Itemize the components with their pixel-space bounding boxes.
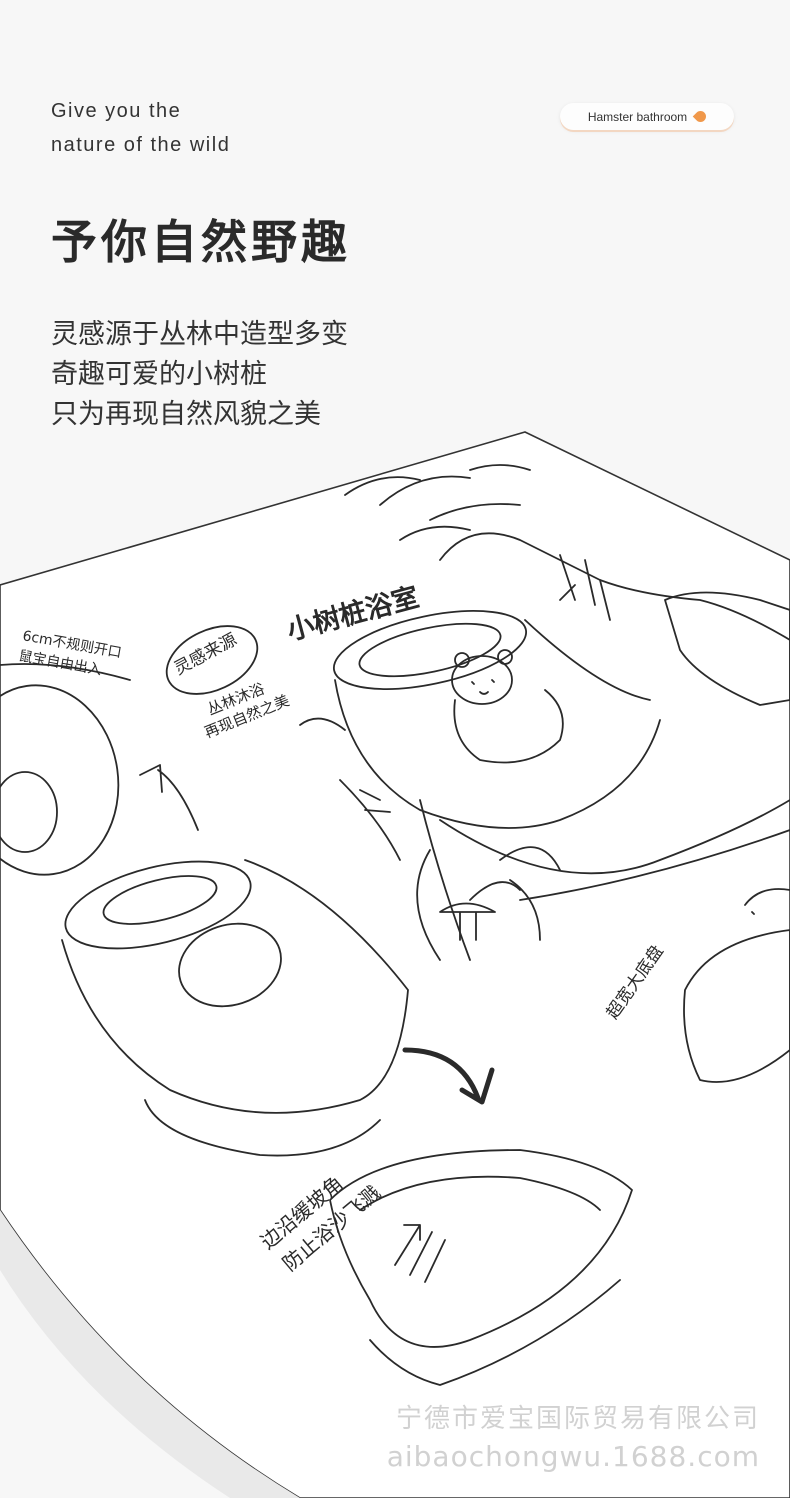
watermark-company: 宁德市爱宝国际贸易有限公司 xyxy=(395,1404,760,1434)
main-stump-body xyxy=(61,859,409,1114)
main-stump-inner xyxy=(102,875,218,925)
english-tagline: Give you the nature of the wild xyxy=(51,94,230,162)
stump-body xyxy=(334,619,661,829)
right-base xyxy=(683,929,790,1083)
fern-right xyxy=(499,846,561,941)
hamster-bathroom-badge: Hamster bathroom xyxy=(560,103,734,130)
description-line-3: 只为再现自然风貌之美 xyxy=(51,399,321,430)
bowl-outline xyxy=(329,1149,633,1348)
main-stump-hole xyxy=(178,922,282,1008)
watermark-site: aibaochongwu.1688.com xyxy=(386,1440,760,1473)
hamster-ear-right xyxy=(497,649,513,665)
orange-drop-icon xyxy=(692,108,709,125)
main-stump-top xyxy=(64,860,252,950)
bowl-arrows xyxy=(394,1224,446,1283)
mushroom xyxy=(439,902,496,941)
left-top-opening xyxy=(0,684,120,876)
right-hamster xyxy=(744,888,790,915)
stump-top-ring xyxy=(332,610,528,690)
description-line-2: 奇趣可爱的小树桩 xyxy=(51,359,267,390)
tree-stump-right xyxy=(664,591,790,706)
badge-label: Hamster bathroom xyxy=(587,109,688,124)
inspiration-bubble xyxy=(165,625,259,695)
hamster-body xyxy=(453,689,564,764)
description-line-1: 灵感源于丛林中造型多变 xyxy=(51,319,348,350)
branch-sprigs xyxy=(559,554,611,621)
hamster-ear-left xyxy=(454,652,470,668)
base-plate xyxy=(439,799,790,901)
label-underline xyxy=(0,663,346,731)
arrow-down xyxy=(402,1047,495,1105)
sketch-illustration: 6cm不规则开口 鼠宝自由出入 灵感来源 小树桩浴室 丛林沐浴 再现自然之美 超… xyxy=(0,431,790,1498)
page-title: 予你自然野趣 xyxy=(51,215,351,269)
tagline-line-1: Give you the xyxy=(51,100,182,122)
left-hole xyxy=(0,771,58,853)
bowl-inner xyxy=(359,1175,601,1211)
stump-inner-ring xyxy=(358,622,502,678)
hamster-head xyxy=(451,655,513,705)
arrow-up xyxy=(139,764,199,831)
bowl-base xyxy=(369,1279,621,1386)
foliage-left xyxy=(339,779,521,961)
tree-leaves xyxy=(344,464,531,541)
main-stump-base xyxy=(144,1099,381,1157)
tagline-line-2: nature of the wild xyxy=(51,134,231,156)
description: 灵感源于丛林中造型多变 奇趣可爱的小树桩 只为再现自然风貌之美 xyxy=(51,315,348,435)
hamster-face xyxy=(471,679,495,695)
